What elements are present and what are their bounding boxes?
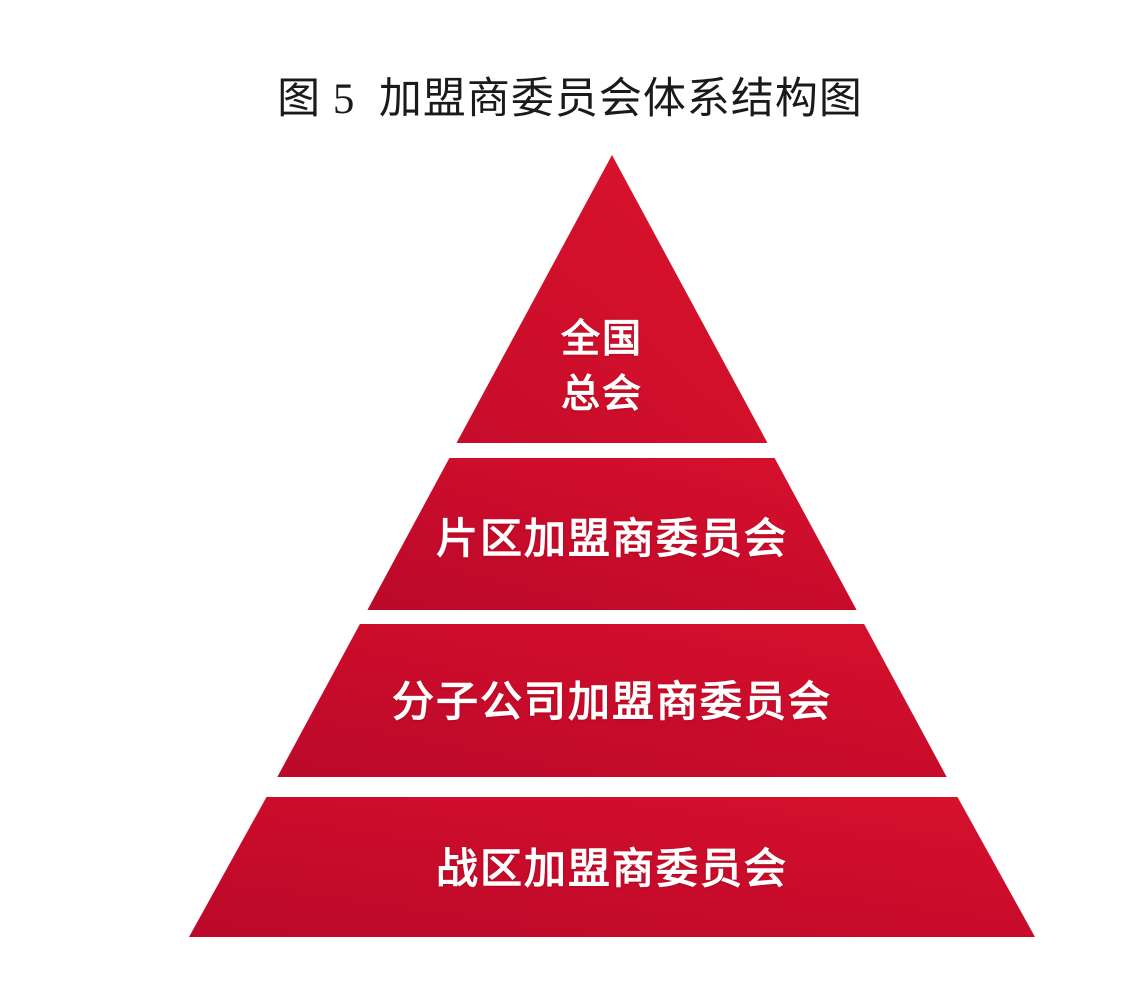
pyramid-tier-2-shape[interactable] [367, 458, 857, 610]
figure-title: 图 5 加盟商委员会体系结构图 [277, 76, 863, 123]
pyramid-tier-3-shape[interactable] [277, 624, 947, 777]
pyramid-tier-4-shape[interactable] [189, 797, 1035, 937]
pyramid-tier-1-shape[interactable] [456, 155, 768, 443]
